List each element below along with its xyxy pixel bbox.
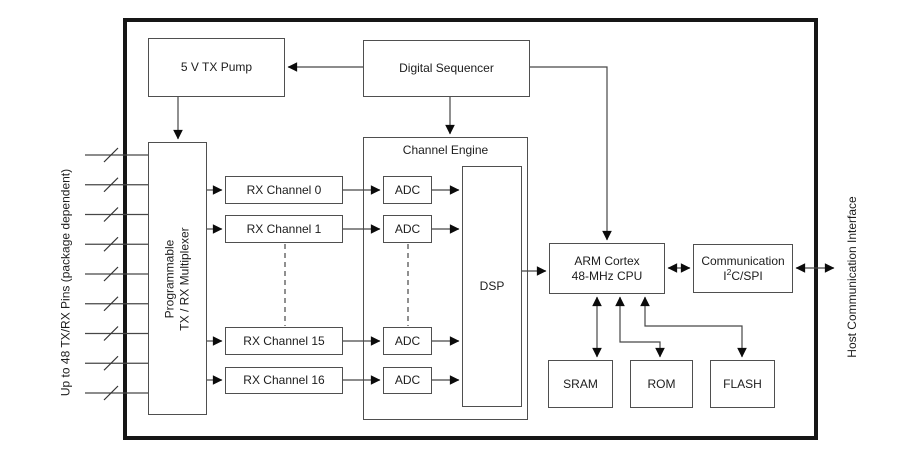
adc-0-block: ADC — [383, 176, 432, 204]
adc-1-label: ADC — [394, 221, 421, 236]
rx-channel-15-block: RX Channel 15 — [225, 327, 343, 355]
channel-engine-label: Channel Engine — [402, 143, 489, 157]
multiplexer-label-line1: Programmable — [162, 239, 177, 319]
sram-block: SRAM — [548, 360, 613, 408]
sram-label: SRAM — [563, 376, 598, 391]
chip-boundary — [123, 18, 818, 440]
i2c-prefix: I — [723, 268, 727, 283]
rx-channel-0-label: RX Channel 0 — [246, 182, 322, 197]
multiplexer-label-line2: TX / RX Multiplexer — [177, 227, 192, 331]
bus-width-slash — [103, 236, 119, 252]
adc-0-label: ADC — [394, 182, 421, 197]
cpu-label-line1: ARM Cortex — [574, 253, 640, 268]
rx-channel-0-block: RX Channel 0 — [225, 176, 343, 204]
adc-1-block: ADC — [383, 215, 432, 243]
digital-sequencer-label: Digital Sequencer — [399, 61, 494, 75]
bus-width-slash — [103, 177, 119, 193]
adc-15-block: ADC — [383, 327, 432, 355]
adc-15-label: ADC — [394, 333, 421, 348]
tx-pump-label: 5 V TX Pump — [180, 60, 253, 74]
rom-label: ROM — [647, 376, 676, 391]
digital-sequencer-block: Digital Sequencer — [363, 40, 530, 97]
bus-width-slash — [103, 266, 119, 282]
dsp-block: DSP — [462, 166, 522, 407]
dsp-label: DSP — [479, 279, 505, 293]
i2c-superscript: 2 — [726, 266, 732, 277]
rx-channel-16-label: RX Channel 16 — [243, 373, 325, 387]
bus-width-slash — [103, 326, 119, 341]
left-pins-label: Up to 48 TX/RX Pins (package dependent) — [58, 168, 73, 397]
communication-label-line1: Communication — [701, 253, 785, 268]
communication-label-line2: I2C/SPI — [723, 266, 763, 284]
bus-width-slash — [103, 147, 119, 163]
tx-pump-block: 5 V TX Pump — [148, 38, 285, 97]
rx-channel-1-block: RX Channel 1 — [225, 215, 343, 243]
rom-block: ROM — [630, 360, 693, 408]
bus-width-slash — [103, 355, 119, 371]
adc-16-block: ADC — [383, 367, 432, 394]
flash-label: FLASH — [723, 376, 762, 391]
communication-block: Communication I2C/SPI — [693, 244, 793, 293]
tx-rx-multiplexer-block — [148, 142, 207, 415]
tx-rx-multiplexer-label: Programmable TX / RX Multiplexer — [162, 143, 194, 416]
host-interface-label: Host Communication Interface — [844, 196, 859, 358]
flash-block: FLASH — [710, 360, 775, 408]
bus-width-slash — [103, 296, 119, 312]
cpu-block: ARM Cortex 48-MHz CPU — [549, 243, 665, 294]
bus-width-slash — [103, 385, 119, 401]
cpu-label-line2: 48-MHz CPU — [571, 268, 643, 283]
rx-channel-15-label: RX Channel 15 — [243, 333, 325, 348]
i2c-suffix: C/SPI — [731, 268, 763, 283]
rx-channel-1-label: RX Channel 1 — [246, 221, 322, 236]
bus-width-slash — [103, 207, 119, 222]
adc-16-label: ADC — [394, 373, 421, 387]
rx-channel-16-block: RX Channel 16 — [225, 367, 343, 394]
